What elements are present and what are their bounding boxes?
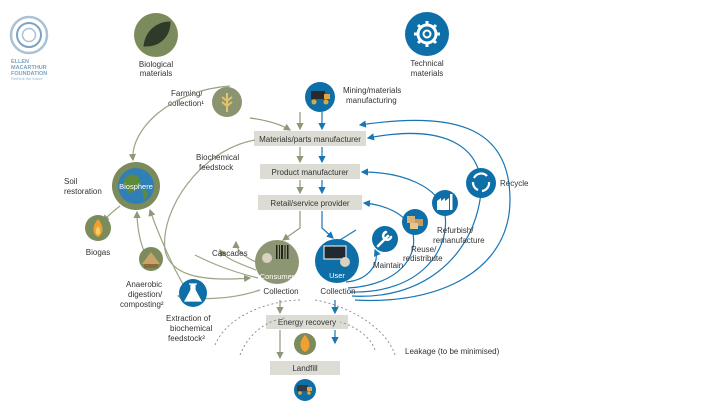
anaerobic-label-1: Anaerobic	[126, 280, 162, 289]
boxes-icon	[407, 216, 423, 229]
farming-label-1: Farming/	[171, 89, 203, 98]
box-retail-label: Retail/service provider	[270, 199, 349, 208]
farming-label-2: collection¹	[168, 99, 204, 108]
extraction-label-1: Extraction of	[166, 314, 211, 323]
maintain-node: Maintain	[372, 226, 403, 270]
consumer-label: Consumer	[260, 272, 295, 281]
biosphere-label: Biosphere	[119, 182, 153, 191]
maintain-label: Maintain	[373, 261, 403, 270]
factory-icon	[437, 194, 453, 210]
extraction-label-3: feedstock²	[168, 334, 205, 343]
box-product-label: Product manufacturer	[272, 168, 349, 177]
anaerobic-label-3: composting²	[120, 300, 164, 309]
soil-label-1: Soil	[64, 177, 78, 186]
flask-icon	[183, 283, 203, 302]
biochemical-feedstock-label-1: Biochemical	[196, 153, 239, 162]
biological-label-2: materials	[140, 69, 172, 78]
user-node: User Collection	[315, 239, 359, 296]
consumer-node: Consumer Collection	[255, 240, 299, 296]
box-product	[260, 164, 360, 179]
reuse-label-1: Reuse/	[411, 245, 437, 254]
technical-label-2: materials	[411, 69, 443, 78]
gear-icon	[414, 21, 440, 47]
extraction-node: Extraction of biochemical feedstock²	[166, 279, 212, 343]
box-energy-label: Energy recovery	[278, 318, 336, 327]
recycle-icon	[471, 172, 491, 193]
biological-materials-node: Biological materials	[134, 13, 178, 78]
box-landfill	[270, 361, 340, 375]
technical-materials-node: Technical materials	[405, 12, 449, 78]
flame-icon-energy	[300, 335, 310, 352]
logo-line1: ELLEN	[11, 59, 29, 65]
box-energy	[266, 315, 348, 329]
refurbish-node: Refurbish/ remanufacture	[432, 190, 485, 245]
biogas-node: Biogas	[85, 215, 111, 257]
box-retail	[258, 195, 362, 210]
biogas-label: Biogas	[86, 248, 110, 257]
logo-line4: Rethink the future	[11, 76, 43, 81]
logo-line3: FOUNDATION	[11, 71, 47, 77]
anaerobic-node: Anaerobic digestion/ composting²	[120, 247, 164, 309]
mining-label-1: Mining/materials	[343, 86, 401, 95]
leakage-arcs	[214, 299, 396, 356]
user-label: User	[329, 271, 345, 280]
anaerobic-label-2: digestion/	[128, 290, 163, 299]
reuse-label-2: redistribute	[403, 254, 443, 263]
energy-flame-node	[294, 333, 316, 355]
biological-loops	[102, 85, 261, 301]
soil-label-2: restoration	[64, 187, 102, 196]
refurbish-label-2: remanufacture	[433, 236, 485, 245]
box-landfill-label: Landfill	[292, 364, 318, 373]
biosphere-node: Biosphere	[112, 162, 160, 210]
collection-right-label: Collection	[320, 287, 355, 296]
reuse-node: Reuse/ redistribute	[402, 209, 443, 263]
dump-truck-icon	[297, 385, 312, 395]
collection-left-label: Collection	[263, 287, 298, 296]
compost-icon	[142, 252, 160, 264]
mining-truck-icon	[311, 91, 330, 105]
box-parts-label: Materials/parts manufacturer	[259, 135, 361, 144]
farming-node: Farming/ collection¹	[168, 87, 242, 117]
leakage-label: Leakage (to be minimised)	[405, 347, 500, 356]
landfill-node	[294, 379, 316, 401]
leaf-icon	[143, 21, 171, 47]
extraction-label-2: biochemical	[170, 324, 212, 333]
mining-node: Mining/materials manufacturing	[305, 82, 401, 112]
foundation-logo: ELLEN MACARTHUR FOUNDATION Rethink the f…	[9, 15, 49, 81]
technical-label-1: Technical	[410, 59, 444, 68]
mining-label-2: manufacturing	[346, 96, 397, 105]
cascades-label: Cascades	[212, 249, 248, 258]
recycle-node: Recycle	[466, 168, 529, 198]
technical-loops	[339, 119, 511, 302]
recycle-label: Recycle	[500, 179, 529, 188]
flow-arrows-center	[249, 112, 339, 360]
refurbish-label-1: Refurbish/	[437, 226, 474, 235]
barcode-icon	[276, 245, 289, 259]
wrench-icon	[376, 230, 393, 248]
wheat-icon	[221, 93, 233, 112]
logo-line2: MACARTHUR	[11, 65, 47, 71]
stage-boxes: Materials/parts manufacturer Product man…	[254, 131, 366, 375]
biological-label-1: Biological	[139, 60, 173, 69]
biochemical-feedstock-label-2: feedstock	[199, 163, 234, 172]
box-parts	[254, 131, 366, 146]
monitor-icon	[323, 245, 347, 260]
